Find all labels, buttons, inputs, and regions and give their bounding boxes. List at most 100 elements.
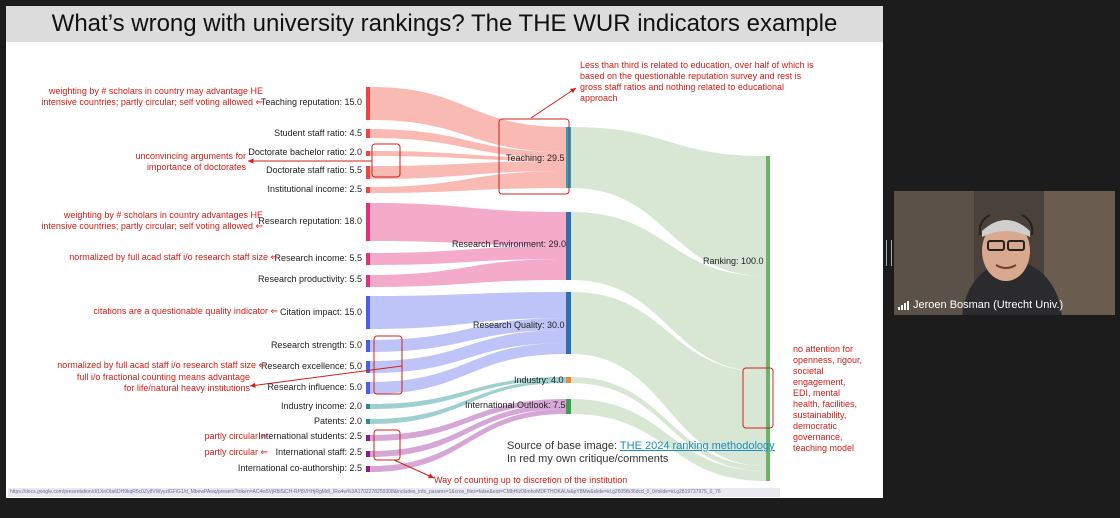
flow-doct_bach: [370, 151, 566, 161]
panel-resize-handle[interactable]: [886, 240, 892, 266]
node-doct_bach: [366, 151, 370, 156]
international-box: [373, 429, 401, 461]
flow-ind_income: [370, 377, 566, 409]
flow-res_prod: [370, 259, 566, 287]
flow-research_env-to-ranking: [571, 212, 766, 372]
node-industry: [566, 377, 571, 383]
arrow-counting-head: [428, 473, 434, 479]
node-student_staff: [366, 129, 370, 138]
participant-name: Jeroen Bosman (Utrecht Univ.): [913, 299, 1064, 311]
node-ind_income: [366, 404, 370, 409]
source-link[interactable]: THE 2024 ranking methodology: [619, 440, 775, 452]
flow-int_coauth: [370, 409, 566, 472]
presentation-url-bar: https://docs.google.com/presentation/d/1…: [8, 488, 780, 497]
participant-video-tile[interactable]: Jeroen Bosman (Utrecht Univ.): [894, 191, 1115, 315]
node-res_exc: [366, 361, 370, 373]
source-prefix: Source of base image:: [507, 440, 620, 452]
node-ranking: [766, 156, 770, 481]
node-patents: [366, 419, 370, 424]
node-inst_income: [366, 187, 370, 193]
annotation-research-excellence: normalized by full acad staff i/o resear…: [57, 360, 266, 370]
node-label-res_exc: Research excellence: 5.0: [260, 361, 362, 371]
node-research_quality: [566, 292, 571, 354]
node-research_env: [566, 212, 571, 280]
flow-doct_staff: [370, 161, 566, 179]
teaching-box: [498, 118, 570, 195]
source-note: In red my own critique/comments: [507, 453, 669, 465]
node-res_strength: [366, 340, 370, 352]
node-label-inst_income: Institutional income: 2.5: [267, 184, 362, 194]
annotation-no-attention: no attention for openness, rigour, socie…: [793, 344, 863, 453]
annotation-research-income: normalized by full acad staff i/o resear…: [69, 252, 278, 262]
node-intl_outlook: [566, 399, 571, 414]
arrow-teaching-note: [530, 87, 577, 119]
sankey-diagram: [248, 87, 774, 481]
node-res_rep: [366, 203, 370, 241]
flow-res_rep: [370, 203, 566, 246]
node-label-res_prod: Research productivity: 5.5: [257, 274, 362, 284]
flow-res_infl: [370, 343, 566, 394]
annotation-fractional-counting: full i/o fractional counting means advan…: [76, 372, 250, 393]
missing-indicators-box: [742, 367, 774, 429]
node-label-int_students: International students: 2.5: [258, 431, 362, 441]
node-label-research-quality: Research Quality: 30.0: [473, 320, 565, 330]
flow-teaching-to-ranking: [571, 127, 766, 276]
flow-student_staff: [370, 129, 566, 158]
arrow-fractional: [249, 365, 403, 387]
node-label-int_coauth: International co-authorship: 2.5: [237, 463, 362, 473]
arrow-teaching-note-head: [570, 88, 576, 94]
annotation-citation-impact: citations are a questionable quality ind…: [93, 306, 278, 316]
node-int_coauth: [366, 466, 370, 472]
node-label-res_income: Research income: 5.5: [274, 253, 362, 263]
node-label-industry: Industry: 4.0: [514, 375, 564, 385]
node-int_staff: [366, 451, 370, 457]
node-doct_staff: [366, 166, 370, 179]
flow-res_income: [370, 246, 566, 265]
flow-research_quality-to-ranking: [571, 292, 766, 466]
flow-patents: [370, 380, 566, 424]
flow-int_students: [370, 399, 566, 441]
source-credit: Source of base image: THE 2024 ranking m…: [507, 440, 775, 466]
node-label-international-outlook: International Outlook: 7.5: [465, 400, 566, 410]
flow-industry-to-ranking: [571, 377, 766, 471]
node-label-cit_impact: Citation impact: 15.0: [279, 307, 362, 317]
node-res_infl: [366, 382, 370, 394]
flow-teach_rep: [370, 87, 566, 152]
arrow-doctorates-head: [248, 158, 254, 164]
node-cit_impact: [366, 296, 370, 329]
arrow-fractional-head: [250, 382, 256, 388]
node-teach_rep: [366, 87, 370, 120]
flow-res_strength: [370, 318, 566, 352]
node-label-teach_rep: Teaching reputation: 15.0: [260, 97, 362, 107]
flow-inst_income: [370, 171, 566, 193]
node-label-ranking: Ranking: 100.0: [703, 256, 764, 266]
node-res_prod: [366, 275, 370, 287]
participant-name-label: Jeroen Bosman (Utrecht Univ.): [898, 299, 1063, 311]
annotation-doctorates: unconvincing arguments for importance of…: [135, 151, 246, 172]
node-label-student_staff: Student staff ratio: 4.5: [274, 128, 362, 138]
annotation-research-reputation: weighting by # scholars in country advan…: [41, 210, 263, 231]
participant-video: [894, 191, 1115, 315]
node-label-res_rep: Research reputation: 18.0: [258, 216, 362, 226]
research-influence-box: [373, 335, 403, 395]
flow-res_exc: [370, 330, 566, 373]
slide-title-bar: What’s wrong with university rankings? T…: [6, 6, 883, 42]
flow-int_staff: [370, 404, 566, 457]
annotation-international-staff: partly circular ⇐: [204, 447, 268, 457]
annotation-counting: Way of counting up to discretion of the …: [434, 475, 628, 485]
node-label-ind_income: Industry income: 2.0: [280, 401, 362, 411]
node-label-doct_staff: Doctorate staff ratio: 5.5: [266, 165, 362, 175]
node-label-teaching: Teaching: 29.5: [506, 153, 565, 163]
flow-cit_impact: [370, 292, 566, 329]
slide-title: What’s wrong with university rankings? T…: [51, 10, 838, 37]
node-label-int_staff: International staff: 2.5: [275, 447, 362, 457]
annotation-teaching-composition: Less than third is related to education,…: [580, 60, 814, 103]
node-int_students: [366, 435, 370, 441]
node-label-res_infl: Research influence: 5.0: [267, 382, 362, 392]
arrow-counting: [393, 459, 435, 479]
node-label-doct_bach: Doctorate bachelor ratio: 2.0: [248, 147, 362, 157]
node-res_income: [366, 253, 370, 265]
annotation-international-students: partly circular ⇐: [204, 431, 268, 441]
presentation-slide: What’s wrong with university rankings? T…: [6, 6, 883, 498]
node-label-res_strength: Research strength: 5.0: [270, 340, 362, 350]
